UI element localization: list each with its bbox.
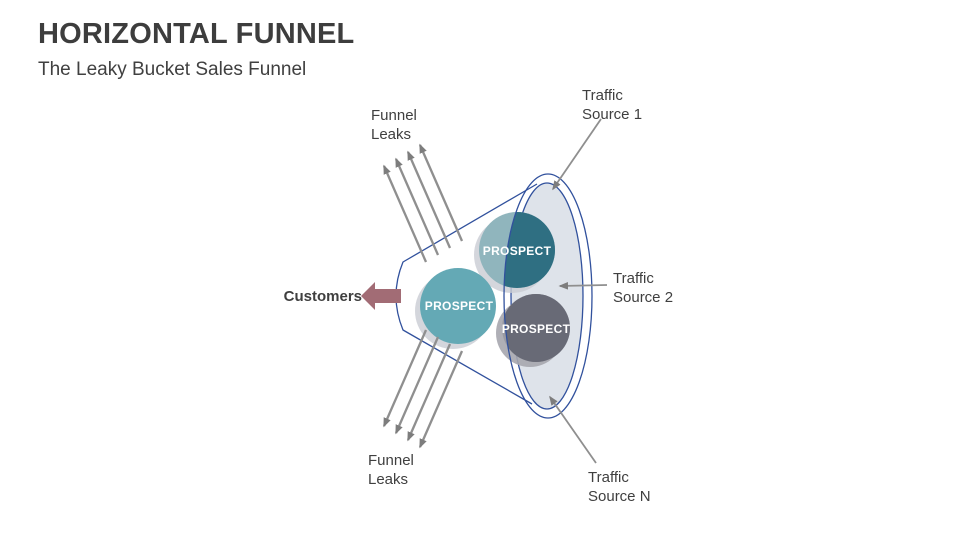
customers-label: Customers [283, 288, 362, 305]
funnel-leaks-label-bottom: Funnel Leaks [368, 452, 414, 488]
leak-arrow [406, 150, 452, 249]
page-subtitle: The Leaky Bucket Sales Funnel [38, 59, 307, 80]
leak-arrow [382, 164, 428, 263]
traffic-source-2-label: Traffic Source 2 [613, 270, 674, 306]
traffic-arrow-n [549, 395, 597, 464]
prospect-label-left: PROSPECT [424, 299, 494, 313]
customers-arrow [361, 282, 401, 310]
funnel-outer-ellipse [503, 173, 593, 419]
funnel-leak-arrows-bottom [382, 329, 464, 449]
prospect-label-top: PROSPECT [482, 244, 552, 258]
prospect-label-bottom: PROSPECT [501, 322, 571, 336]
traffic-arrow-2 [558, 282, 608, 290]
prospect-circle-left [420, 268, 496, 344]
funnel-leaks-label-top: Funnel Leaks [371, 107, 417, 143]
leak-arrow [394, 336, 440, 435]
leak-arrow [394, 157, 440, 256]
leak-arrow [418, 350, 464, 449]
leak-arrow [406, 343, 452, 442]
prospect-circle-top-inner [504, 212, 555, 288]
leak-arrow [382, 329, 428, 428]
traffic-arrow-1 [552, 118, 602, 191]
page-title: HORIZONTAL FUNNEL [38, 18, 355, 50]
traffic-arrows [549, 118, 608, 464]
leak-arrow [418, 143, 464, 242]
funnel-leak-arrows-top [382, 143, 464, 263]
prospect-circle-bottom-inner [504, 294, 570, 362]
traffic-source-n-label: Traffic Source N [588, 469, 651, 505]
traffic-source-1-label: Traffic Source 1 [582, 87, 643, 123]
